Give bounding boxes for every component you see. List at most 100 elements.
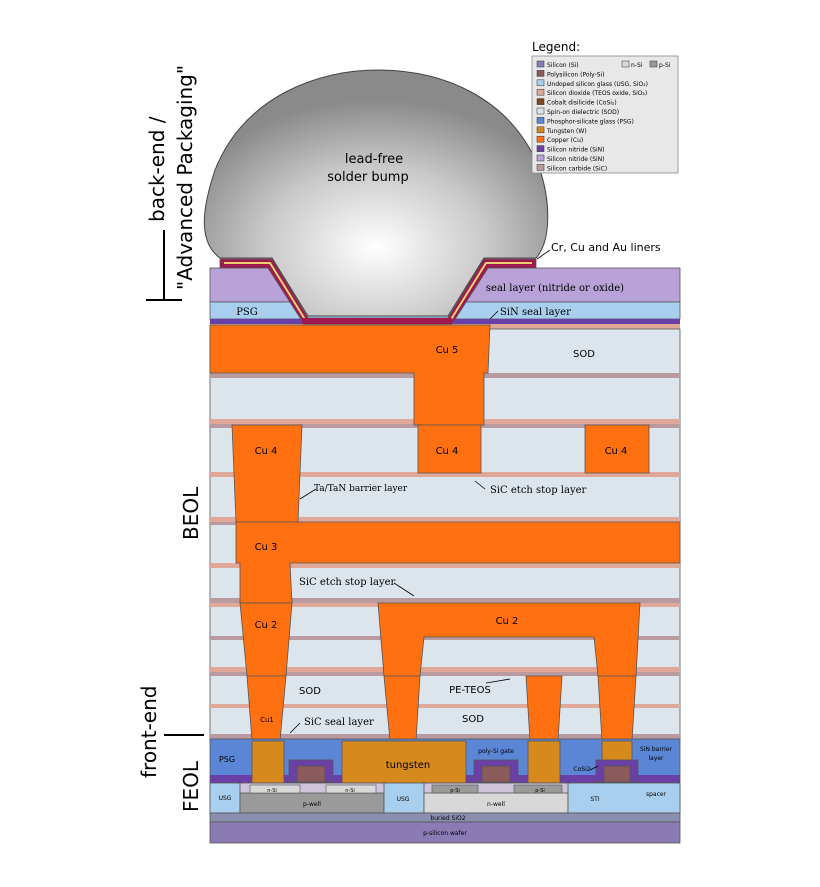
tungsten-label: tungsten	[386, 760, 431, 771]
legend-swatch	[536, 117, 545, 124]
solder-bump	[203, 69, 549, 317]
cu5-line	[209, 324, 491, 426]
cu4-right	[584, 424, 650, 474]
legend-item-label: Tungsten (W)	[546, 128, 587, 135]
feol-section	[209, 738, 681, 844]
cu1-label: Cu1	[260, 716, 274, 724]
nwell-label: n-well	[487, 801, 505, 808]
legend-item-label: Silicon nitride (SiN)	[547, 156, 605, 163]
cu2-left	[239, 602, 293, 677]
legend-swatch	[536, 79, 545, 87]
seal-layer-label: seal layer (nitride or oxide)	[486, 283, 624, 294]
psg-feol-label: PSG	[219, 755, 235, 764]
leader-lines	[289, 249, 599, 771]
wafer-label: p-silicon wafer	[423, 830, 467, 837]
sod-low-label: SOD	[462, 714, 484, 725]
cu4-c-label: Cu 4	[605, 446, 628, 457]
beol-label: BEOL	[179, 486, 203, 540]
sti-block	[567, 782, 681, 814]
legend-swatch	[536, 154, 545, 162]
sod-top-label: SOD	[573, 349, 595, 360]
barrier-label: Ta/TaN barrier layer	[314, 484, 408, 494]
sin-barrier-label-2: layer	[648, 755, 664, 762]
cu5-label: Cu 5	[436, 345, 459, 356]
usg-mid-label: USG	[397, 796, 410, 803]
legend-item-label: Copper (Cu)	[547, 137, 583, 144]
legend-box	[531, 55, 679, 174]
legend-swatch	[536, 107, 545, 115]
n-si-2-label: n-Si	[345, 788, 355, 794]
cu4-a-label: Cu 4	[255, 446, 278, 457]
legend-swatch	[536, 135, 545, 143]
legend-swatch	[536, 164, 545, 171]
gates	[288, 759, 639, 783]
bond-pad	[302, 318, 452, 324]
psg-top-label: PSG	[236, 307, 258, 318]
buried-label: buried SiO2	[430, 815, 465, 822]
sic-etch-1-label: SiC etch stop layer	[490, 485, 587, 496]
copper-lines	[209, 324, 681, 742]
cu2-b-label: Cu 2	[496, 616, 519, 627]
backend-label-2: "Advanced Packaging"	[173, 65, 197, 290]
n-si-1-label: n-Si	[267, 788, 277, 794]
cu2-a-label: Cu 2	[255, 620, 278, 631]
legend-swatch	[536, 126, 545, 134]
legend-swatch	[536, 98, 545, 105]
cu1-left	[246, 675, 287, 742]
sic-seal-label: SiC seal layer	[304, 717, 374, 728]
legend-swatch	[621, 60, 630, 68]
usg-left-block	[209, 782, 241, 814]
cosi2-label: CoSi2	[573, 766, 590, 773]
legend-extra-label: n-Si	[631, 62, 643, 69]
n-si-region-2	[325, 784, 377, 794]
cu4-b-label: Cu 4	[436, 446, 459, 457]
p-si-region-2	[513, 784, 563, 794]
legend-item-label: Silicon (Si)	[547, 62, 579, 69]
legend: Silicon (Si) Polysilicon (Poly-Si) Undoped…	[531, 55, 679, 174]
legend-swatch	[536, 145, 545, 152]
legend-item-label: Spin-on dielectric (SOD)	[547, 109, 619, 116]
usg-mid-block	[383, 782, 425, 814]
sti-label: STI	[590, 796, 599, 803]
bump-label-2: solder bump	[327, 170, 408, 185]
liners-label: Cr, Cu and Au liners	[551, 241, 661, 254]
legend-extra-label: p-Si	[659, 62, 671, 69]
legend-swatch	[536, 88, 545, 96]
sic-etch-2-label: SiC etch stop layer	[299, 577, 396, 588]
legend-item-label: Silicon dioxide (TEOS oxide, SiO₂)	[547, 90, 647, 97]
cu4-mid	[417, 424, 482, 474]
legend-item-label: Silicon carbide (SiC)	[547, 165, 607, 172]
n-si-region-1	[249, 784, 301, 794]
legend-swatch	[536, 70, 545, 77]
legend-swatch	[536, 60, 545, 68]
usg-left-label: USG	[219, 795, 232, 802]
bump-label-1: lead-free	[345, 152, 403, 167]
p-si-2-label: p-Si	[535, 788, 545, 794]
silicon-wafer	[209, 821, 681, 844]
feol-label: FEOL	[179, 760, 203, 812]
via-far-right	[597, 675, 637, 742]
frontend-label: front-end	[137, 686, 161, 778]
pwell-label: p-well	[303, 801, 321, 808]
legend-item-label: Undoped silicon glass (USG, SiO₂)	[547, 81, 648, 88]
sin-barrier-label-1: SiN barrier	[640, 746, 673, 753]
legend-swatch	[649, 60, 658, 68]
legend-item-label: Silicon nitride (SiN)	[547, 147, 605, 154]
side-labels: back-end / "Advanced Packaging" BEOL fro…	[137, 65, 204, 812]
sin-seal-label: SiN seal layer	[500, 307, 571, 318]
p-si-1-label: p-Si	[450, 788, 460, 794]
packaging-section	[203, 69, 681, 329]
backend-label-1: back-end /	[145, 116, 169, 222]
legend-items: Silicon (Si) Polysilicon (Poly-Si) Undoped…	[536, 60, 671, 172]
legend-item-label: Phosphor-silicate glass (PSG)	[547, 118, 634, 125]
legend-item-label: Cobalt disilicide (CoSi₂)	[547, 100, 617, 107]
p-si-region-1	[431, 784, 479, 794]
legend-item-label: Polysilicon (Poly-Si)	[547, 71, 605, 78]
poly-gate-label: poly-Si gate	[478, 748, 514, 755]
spacer-label: spacer	[646, 791, 667, 798]
diagram-labels: lead-free solder bump Cr, Cu and Au line…	[219, 152, 673, 837]
cu4-left	[231, 424, 303, 523]
legend-title: Legend:	[532, 40, 580, 54]
